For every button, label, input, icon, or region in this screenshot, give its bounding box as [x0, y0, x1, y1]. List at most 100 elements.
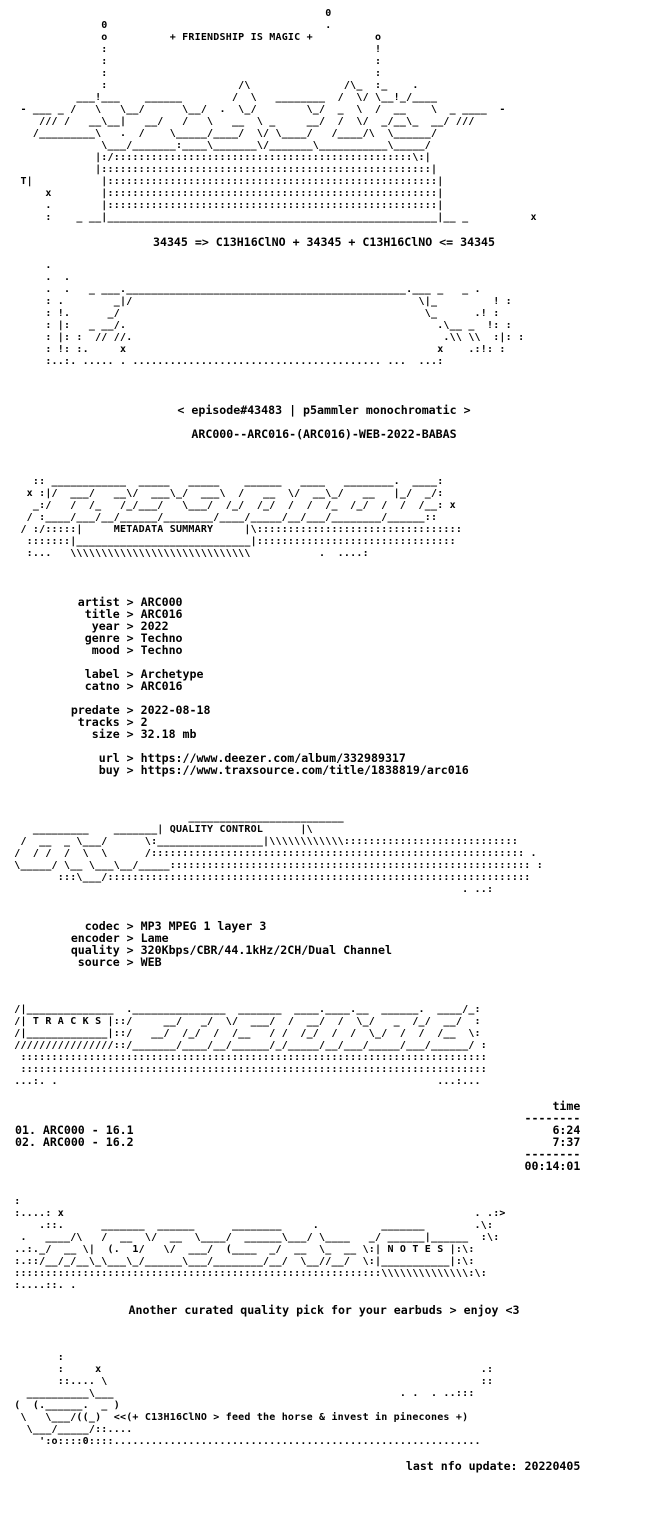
- quality-value: 320Kbps/CBR/44.1kHz/2CH/Dual Channel: [140, 943, 392, 957]
- metadata-key: year: [70, 619, 120, 633]
- separator: >: [119, 607, 141, 621]
- metadata-value: ARC016: [140, 607, 183, 621]
- metadata-row: artist > ARC000: [8, 596, 640, 608]
- metadata-banner-6: :... \\\\\\\\\\\\\\\\\\\\\\\\\\\\\ . ...…: [8, 548, 369, 559]
- metadata-key: mood: [70, 643, 120, 657]
- metadata-row: tracks > 2: [8, 716, 640, 728]
- metadata-row: predate > 2022-08-18: [8, 704, 640, 716]
- header-art-lower-6: : |: : // //. .\\ \\ :|: :: [8, 332, 525, 343]
- metadata-row: year > 2022: [8, 620, 640, 632]
- metadata-value: ARC000: [140, 595, 183, 609]
- metadata-banner-0: :: ____________ _____ _____ ______ ____ …: [8, 476, 444, 487]
- metadata-value: https://www.deezer.com/album/332989317: [140, 751, 406, 765]
- metadata-row: label > Archetype: [8, 668, 640, 680]
- metadata-value: Techno: [140, 631, 183, 645]
- footer-art-6: \___/_____/::....: [8, 1424, 133, 1435]
- metadata-key: genre: [70, 631, 120, 645]
- metadata-fields: artist > ARC000 title > ARC016 year > 20…: [8, 596, 640, 776]
- tracks-banner-2: /|_____________|::/ __/ /_/ / /__ / / /_…: [8, 1028, 481, 1039]
- tracks-banner-4: ::::::::::::::::::::::::::::::::::::::::…: [8, 1052, 487, 1063]
- header-art-lower-3: : . _|/ \|_ ! :: [8, 296, 512, 307]
- metadata-value: 2022: [140, 619, 169, 633]
- divider: --------: [8, 1111, 581, 1125]
- quality-row: quality > 320Kbps/CBR/44.1kHz/2CH/Dual C…: [8, 944, 640, 956]
- episode-line: < episode#43483 | p5ammler monochromatic…: [177, 403, 471, 417]
- header-art-lower-2: . . _ ___.______________________________…: [8, 284, 481, 295]
- divider: --------: [8, 1147, 581, 1161]
- quality-banner-0: _________________________: [8, 812, 344, 823]
- total-time: 00:14:01: [8, 1159, 581, 1173]
- footer-art-4: ( (.______. _ ): [8, 1400, 120, 1411]
- metadata-key: buy: [70, 763, 120, 777]
- metadata-value: 2022-08-18: [140, 703, 211, 717]
- separator: >: [119, 943, 141, 957]
- header-art-lower-1: . .: [8, 272, 71, 283]
- metadata-key: label: [70, 667, 120, 681]
- tracks-banner-3: ////////////////::/_______/____/__/_____…: [8, 1040, 487, 1051]
- notes-banner-1: :....: x . .:>: [8, 1208, 506, 1219]
- header-art-line-8: - ___ _ / \ \__/ \__/ . \_/ \_/ _ \ / __…: [8, 104, 506, 115]
- notes-banner-0: :: [8, 1196, 21, 1207]
- metadata-row: catno > ARC016: [8, 680, 640, 692]
- metadata-banner-3: / :____/___/__/______/________/____/____…: [8, 512, 438, 523]
- quality-banner-5: :::\___/::::::::::::::::::::::::::::::::…: [8, 872, 531, 883]
- header-art-line-11: \___/_______:____\_______\/_______\_____…: [8, 140, 431, 151]
- footer-art-0: :: [8, 1352, 64, 1363]
- metadata-value: 32.18 mb: [140, 727, 197, 741]
- quality-fields: codec > MP3 MPEG 1 layer 3 encoder > Lam…: [8, 920, 640, 968]
- separator: >: [119, 751, 141, 765]
- header-art-line-2: o + FRIENDSHIP IS MAGIC + o: [8, 32, 382, 43]
- separator: >: [119, 643, 141, 657]
- quality-banner-6: . ..:: [8, 884, 494, 895]
- metadata-value: ARC016: [140, 679, 183, 693]
- quality-banner-2: / __ _ \___/ \:_________________|\\\\\\\…: [8, 836, 519, 847]
- track-row: 01. ARC000 - 16.1 6:24: [8, 1123, 581, 1137]
- metadata-row: url > https://www.deezer.com/album/33298…: [8, 752, 640, 764]
- tracks-banner-5: ::::::::::::::::::::::::::::::::::::::::…: [8, 1064, 487, 1075]
- notes-text: Another curated quality pick for your ea…: [128, 1303, 520, 1317]
- header-art-line-1: 0 .: [8, 20, 332, 31]
- notes-banner-6: ::::::::::::::::::::::::::::::::::::::::…: [8, 1268, 487, 1279]
- header-art-line-9: /// / __\__| __/ / \ __ \ _ __/ / \/ _/_…: [8, 116, 475, 127]
- header-art-line-4: : :: [8, 56, 382, 67]
- metadata-value: Archetype: [140, 667, 204, 681]
- quality-key: codec: [70, 919, 120, 933]
- nfo-document: 0 0 . o + FRIENDSHIP IS MAGIC + o : ! :: [8, 8, 640, 1472]
- quality-value: Lame: [140, 931, 169, 945]
- footer-art-5: \ \___/((_) <<(+ C13H16ClNO > feed the h…: [8, 1412, 469, 1423]
- header-art-line-16: . |:::::::::::::::::::::::::::::::::::::…: [8, 200, 444, 211]
- notes-banner-4: ..:._/ __ \| (. 1/ \/ ___/ (____ _/ __ \…: [8, 1244, 475, 1255]
- quality-key: encoder: [70, 931, 120, 945]
- metadata-row: size > 32.18 mb: [8, 728, 640, 740]
- notes-banner-7: :....::. .: [8, 1280, 77, 1291]
- tracks-banner-0: /|______________ ._______________ ______…: [8, 1004, 481, 1015]
- quality-banner-1: _________ _______| QUALITY CONTROL |\: [8, 824, 313, 835]
- header-art-line-13: |:::::::::::::::::::::::::::::::::::::::…: [8, 164, 438, 175]
- last-update: last nfo update: 20220405: [8, 1459, 581, 1473]
- footer-art-3: __________\___ . . . ..:::: [8, 1388, 475, 1399]
- metadata-key: catno: [70, 679, 120, 693]
- separator: >: [119, 919, 141, 933]
- separator: >: [119, 667, 141, 681]
- formula-line: 34345 => C13H16ClNO + 34345 + C13H16ClNO…: [152, 235, 496, 249]
- header-art-line-10: /_________\ . / \_____/____/ \/ \____/ /…: [8, 128, 438, 139]
- header-art-line-0: 0: [8, 8, 332, 19]
- separator: >: [119, 631, 141, 645]
- quality-banner-4: \_____/ \__ \___\__/_____:::::::::::::::…: [8, 860, 543, 871]
- header-art-line-12: |:/:::::::::::::::::::::::::::::::::::::…: [8, 152, 431, 163]
- notes-banner-3: . ____/\ / __ \/ __ \____/ ______\___/ \…: [8, 1232, 500, 1243]
- tracks-banner-6: ...:. . ...:...: [8, 1076, 481, 1087]
- metadata-banner-2: _:/ / /_ /_/___/ \___/ /_/ /_/ / / /_ /_…: [8, 500, 456, 511]
- separator: >: [119, 595, 141, 609]
- metadata-value: Techno: [140, 643, 183, 657]
- metadata-banner-5: :::::::|____________________________|:::…: [8, 536, 456, 547]
- notes-banner-2: .::. _______ ______ ________ . _______ .…: [8, 1220, 494, 1231]
- header-art-lower-7: : !: :. x x .:!: :: [8, 344, 506, 355]
- footer-art-7: ':o::::0::::............................…: [8, 1436, 481, 1447]
- metadata-key: title: [70, 607, 120, 621]
- metadata-key: predate: [70, 703, 120, 717]
- quality-banner-3: / / / / \ \ /:::::::::::::::::::::::::::…: [8, 848, 537, 859]
- metadata-row: genre > Techno: [8, 632, 640, 644]
- header-art-line-5: : :: [8, 68, 382, 79]
- separator: >: [119, 931, 141, 945]
